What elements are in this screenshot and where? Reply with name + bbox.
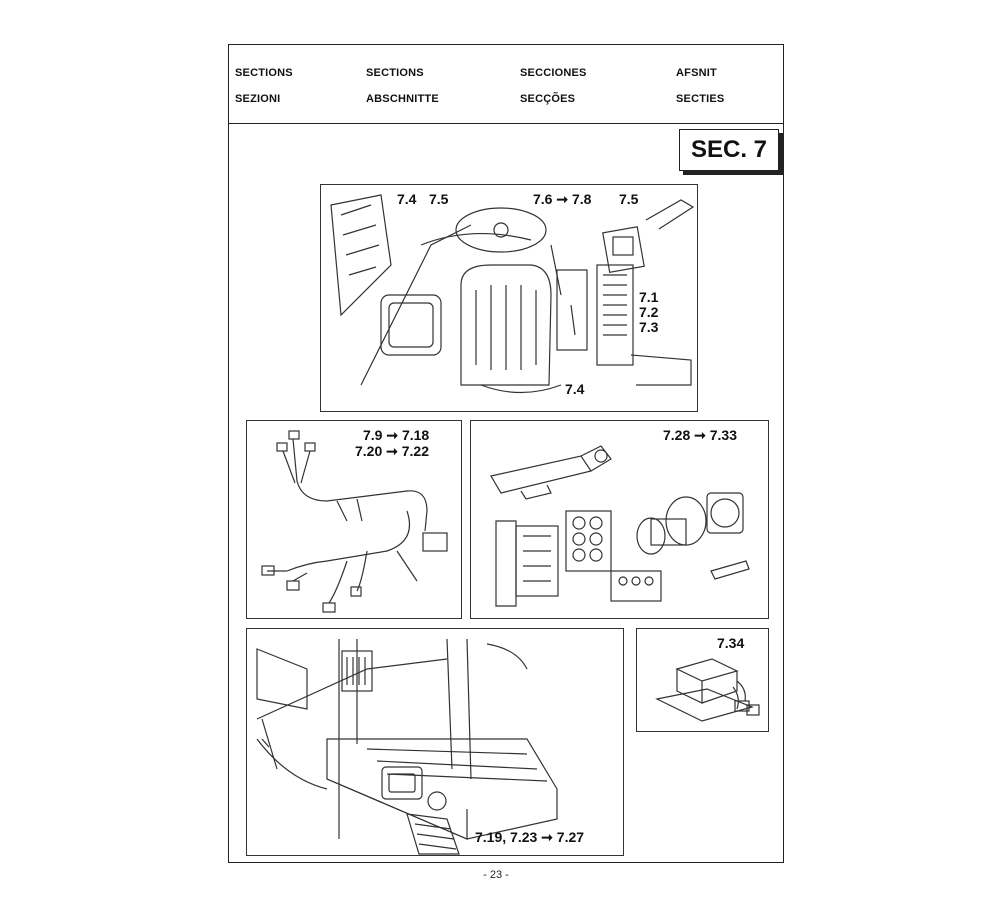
callout-label: 7.5 (429, 191, 449, 207)
callout-label: 7.20 ➞ 7.22 (355, 443, 430, 459)
callout-label: 7.6 ➞ 7.8 (533, 191, 592, 207)
callout-label: 7.28 ➞ 7.33 (663, 427, 738, 443)
header-label: SECÇÕES (520, 93, 576, 105)
cab-illustration-panel: 7.4 7.5 7.6 ➞ 7.8 7.5 7.1 7.2 7.3 7.4 (320, 184, 698, 412)
header-label: SEZIONI (235, 93, 281, 105)
callout-label: 7.3 (639, 319, 659, 335)
page-number: - 23 - (483, 869, 509, 881)
callout-label: 7.4 (397, 191, 417, 207)
module-illustration-panel: 7.34 (636, 628, 769, 732)
callout-label: 7.19, 7.23 ➞ 7.27 (475, 829, 585, 845)
harness-illustration-panel: 7.9 ➞ 7.18 7.20 ➞ 7.22 (246, 420, 462, 619)
callout-label: 7.2 (639, 304, 659, 320)
header-label: SECTIONS (366, 67, 424, 79)
callout-label: 7.34 (717, 635, 745, 651)
harness-drawing (261, 430, 448, 613)
connectors-illustration-panel: 7.28 ➞ 7.33 (470, 420, 769, 619)
cab-drawing (330, 194, 695, 394)
header-divider (229, 123, 783, 124)
callout-label: 7.1 (639, 289, 659, 305)
callout-label: 7.9 ➞ 7.18 (363, 427, 430, 443)
header-label: SECTIES (676, 93, 725, 105)
floor-drawing (256, 638, 558, 855)
module-drawing (655, 658, 760, 722)
floor-illustration-panel: 7.19, 7.23 ➞ 7.27 (246, 628, 624, 856)
connectors-drawing (490, 445, 750, 607)
callout-label: 7.4 (565, 381, 585, 397)
section-box: SEC. 7 (679, 129, 779, 171)
header-label: SECCIONES (520, 67, 587, 79)
header-label: ABSCHNITTE (366, 93, 439, 105)
page-frame: SECTIONS SECTIONS SECCIONES AFSNIT SEZIO… (228, 44, 784, 863)
callout-label: 7.5 (619, 191, 639, 207)
header-label: SECTIONS (235, 67, 293, 79)
header-label: AFSNIT (676, 67, 717, 79)
